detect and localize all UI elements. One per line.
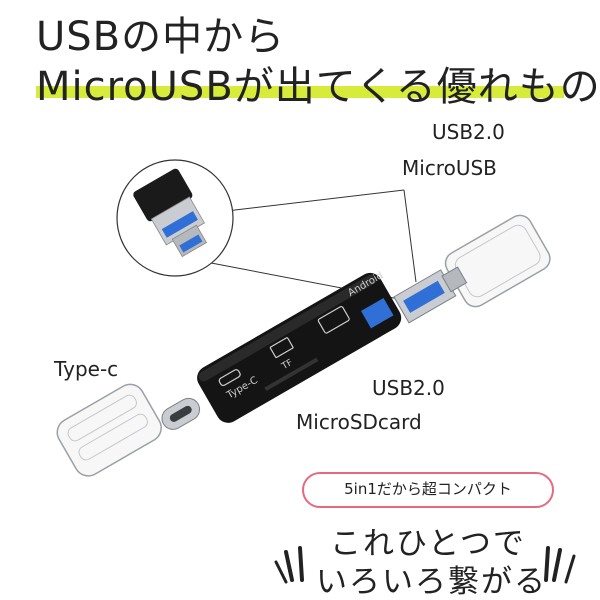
tagline-accent-left [274, 546, 304, 584]
label-usb-top: USB2.0 [432, 120, 505, 144]
label-micro-usb: MicroUSB [402, 156, 497, 180]
feature-badge: 5in1だから超コンパクト [302, 472, 554, 508]
zoom-usb-plug [133, 168, 208, 258]
tagline-line1: これひとつで [330, 526, 526, 562]
label-type-c: Type-c [54, 357, 119, 381]
callout-line-top [217, 189, 405, 213]
type-c-plug [161, 397, 201, 430]
headline-highlight [36, 86, 564, 98]
usb-cap [444, 214, 551, 308]
label-micro-sd: MicroSDcard [296, 410, 422, 434]
card-reader-body: Android Type-C TF [197, 270, 402, 423]
tagline-accent-right [544, 546, 576, 584]
usb-a-plug [393, 266, 468, 324]
callout-line-usb [403, 189, 417, 283]
headline-line1: USBの中から [36, 14, 286, 60]
tagline-line2: いろいろ繋がる [316, 564, 547, 600]
label-usb-mid: USB2.0 [372, 376, 445, 400]
headline-line2: MicroUSBが出てくる優れもの [36, 64, 600, 110]
type-c-cap [56, 383, 162, 477]
